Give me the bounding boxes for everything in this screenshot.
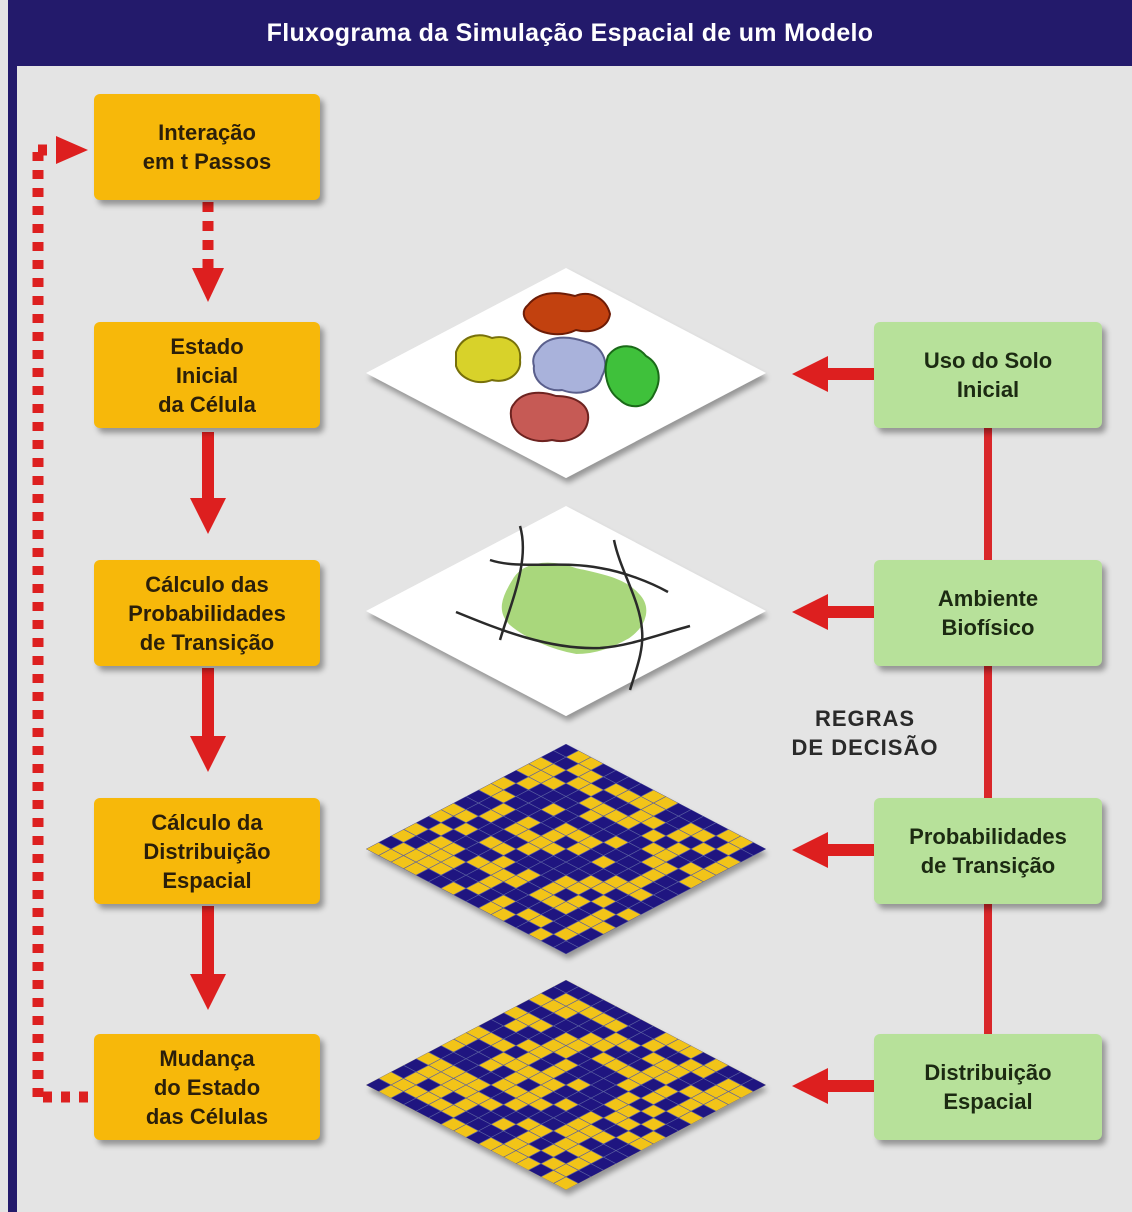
- box-mudanca-estado-label: Mudança do Estado das Células: [145, 1045, 269, 1129]
- land-use-blobs: [455, 292, 660, 442]
- box-probabilidades-transicao-label: Probabilidades de Transição: [909, 824, 1067, 878]
- box-estado-inicial-celula: Estado Inicial da Célula: [94, 322, 320, 428]
- arrow-ambiente-to-layer: [792, 594, 876, 630]
- arrow-estado-calculo-prob: [190, 432, 226, 534]
- box-calculo-distribuicao: Cálculo da Distribuição Espacial: [94, 798, 320, 904]
- box-interacao-t-passos-label: Interação em t Passos: [142, 120, 272, 174]
- box-distribuicao-espacial-label: Distribuição Espacial: [924, 1060, 1052, 1114]
- box-calculo-distribuicao-label: Cálculo da Distribuição Espacial: [143, 809, 271, 893]
- arrow-distribuicao-mudanca: [190, 906, 226, 1010]
- box-ambiente-biofisico-label: Ambiente Biofísico: [937, 586, 1039, 640]
- layer-spatial-distribution: [366, 980, 766, 1190]
- dotted-arrow-interacao-estado: [192, 202, 224, 302]
- arrow-calculo-prob-distribuicao: [190, 668, 226, 772]
- box-calculo-probabilidades-label: Cálculo das Probabilidades de Transição: [128, 571, 286, 655]
- box-probabilidades-transicao: Probabilidades de Transição: [874, 798, 1102, 904]
- grid-cell: [552, 1176, 580, 1190]
- box-mudanca-estado: Mudança do Estado das Células: [94, 1034, 320, 1140]
- arrow-probabilidades-to-layer: [792, 832, 876, 868]
- box-uso-do-solo-inicial: Uso do Solo Inicial: [874, 322, 1102, 428]
- box-calculo-probabilidades: Cálculo das Probabilidades de Transição: [94, 560, 320, 666]
- box-interacao-t-passos: Interação em t Passos: [94, 94, 320, 200]
- arrow-distribuicao-to-layer: [792, 1068, 876, 1104]
- feedback-loop-dotted: [32, 144, 88, 1103]
- biophysical-region: [455, 525, 691, 691]
- layer-transition-probabilities: [366, 744, 766, 954]
- box-distribuicao-espacial: Distribuição Espacial: [874, 1034, 1102, 1140]
- box-ambiente-biofisico: Ambiente Biofísico: [874, 560, 1102, 666]
- left-border: [8, 60, 17, 1212]
- feedback-loop-arrowhead: [56, 136, 88, 164]
- grid-cell: [552, 940, 580, 954]
- diagram-title: Fluxograma da Simulação Espacial de um M…: [8, 0, 1132, 66]
- box-uso-do-solo-inicial-label: Uso do Solo Inicial: [923, 348, 1053, 402]
- arrow-uso-solo-to-layer: [792, 356, 876, 392]
- box-estado-inicial-celula-label: Estado Inicial da Célula: [158, 333, 256, 417]
- decision-rules-label: REGRAS DE DECISÃO: [791, 706, 939, 760]
